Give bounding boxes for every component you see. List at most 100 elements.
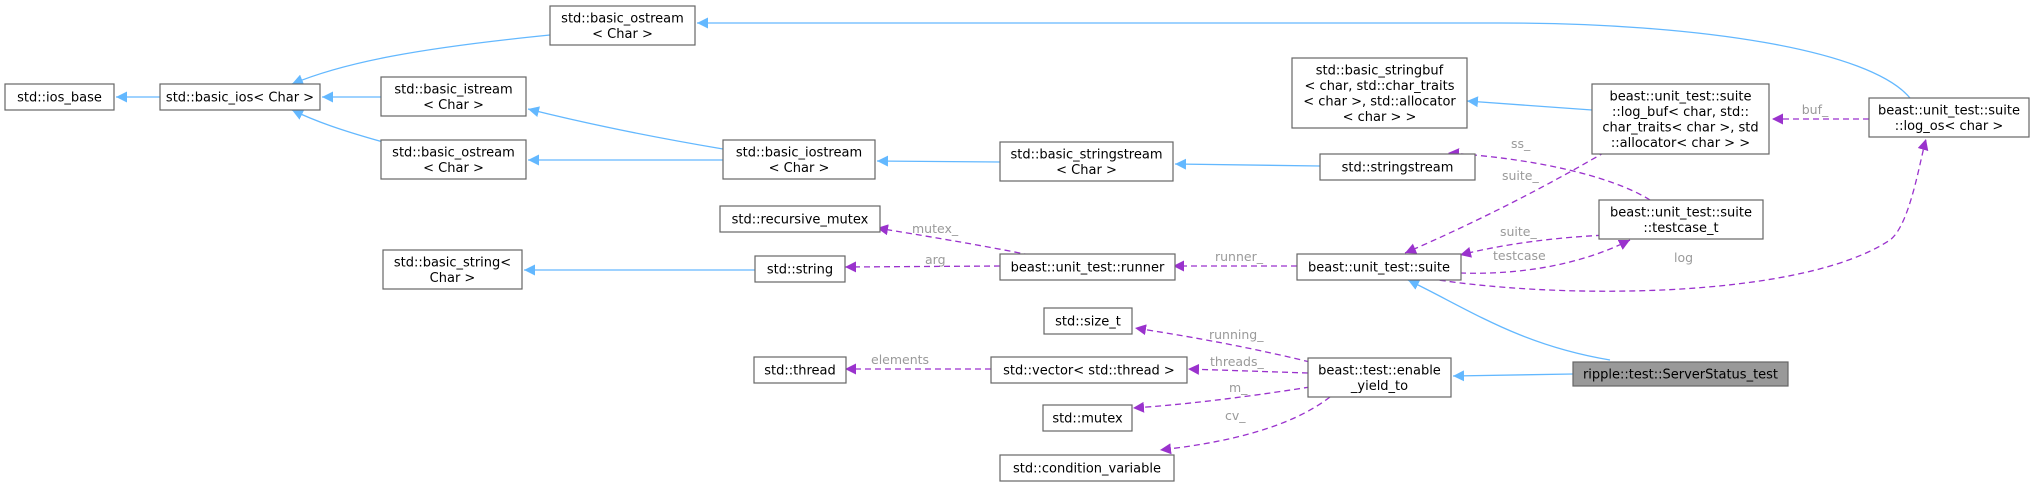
node-basic-istream[interactable]: std::basic_istream< Char > <box>380 76 527 117</box>
node-suite[interactable]: beast::unit_test::suite <box>1296 253 1462 281</box>
node-basic-ostream-top[interactable]: std::basic_ostream< Char > <box>549 5 696 46</box>
node-basic-iostream[interactable]: std::basic_iostream< Char > <box>722 139 876 180</box>
node-log-os-label-line: ::log_os< char > <box>1895 119 2004 134</box>
node-condition-variable-box <box>999 454 1175 482</box>
node-stringstream-label-line: std::stringstream <box>1342 161 1454 176</box>
node-basic-ostream-mid-box <box>380 139 527 180</box>
node-log-os-label-line: beast::unit_test::suite <box>1878 103 2020 118</box>
node-enable-yield-to[interactable]: beast::test::enable_yield_to <box>1307 357 1452 398</box>
edge-label-arg: arg <box>925 252 946 267</box>
node-basic-ios[interactable]: std::basic_ios< Char > <box>159 83 321 111</box>
node-stringstream[interactable]: std::stringstream <box>1319 153 1476 181</box>
edge-label-elements: elements <box>871 352 929 367</box>
node-vector-thread[interactable]: std::vector< std::thread > <box>990 356 1188 384</box>
edge-label-suite-testcase: suite_ <box>1500 224 1537 239</box>
edge-log-buf-to-basic-stringbuf <box>1466 96 1593 111</box>
node-log-buf-box <box>1591 83 1770 155</box>
node-basic-ostream-mid[interactable]: std::basic_ostream< Char > <box>380 139 527 180</box>
edge-log-os-to-suite <box>1419 138 1929 292</box>
edge-label-ss: ss_ <box>1511 136 1531 151</box>
edge-server-status-to-enable-yield-to <box>1452 370 1574 382</box>
node-condition-variable[interactable]: std::condition_variable <box>999 454 1175 482</box>
node-basic-ostream-top-box <box>549 5 696 46</box>
node-suite-label-line: beast::unit_test::suite <box>1308 261 1450 276</box>
node-log-buf-label-line: beast::unit_test::suite <box>1610 89 1752 104</box>
node-basic-istream-box <box>380 76 527 117</box>
node-basic-iostream-label-line: < Char > <box>769 161 830 176</box>
node-basic-ios-label-line: std::basic_ios< Char > <box>166 91 314 106</box>
node-log-buf[interactable]: beast::unit_test::suite::log_buf< char, … <box>1591 83 1770 155</box>
edge-basic-iostream-to-basic-istream <box>527 106 724 150</box>
edge-testcase-to-suite <box>1459 239 1631 274</box>
node-ios-base[interactable]: std::ios_base <box>4 83 115 111</box>
node-basic-stringbuf[interactable]: std::basic_stringbuf< char, std::char_tr… <box>1291 57 1468 129</box>
node-server-status-test-label-line: ripple::test::ServerStatus_test <box>1583 368 1778 383</box>
node-basic-iostream-label-line: std::basic_iostream <box>736 145 862 160</box>
edge-label-mutex: mutex_ <box>912 221 959 236</box>
edge-basic-stringstream-to-basic-iostream <box>876 155 1001 167</box>
node-suite-box <box>1296 253 1462 281</box>
edge-label-threads: threads_ <box>1210 354 1264 369</box>
edge-size-t-to-enable-yield-to <box>1134 324 1311 363</box>
node-testcase-t[interactable]: beast::unit_test::suite::testcase_t <box>1598 199 1764 240</box>
edge-basic-ostream-mid-to-basic-ios <box>291 109 384 143</box>
node-string[interactable]: std::string <box>754 255 846 283</box>
node-basic-ostream-mid-label-line: std::basic_ostream <box>392 145 515 160</box>
node-basic-string-label-line: Char > <box>430 271 476 286</box>
edge-label-buf: buf_ <box>1802 102 1829 117</box>
edge-string-to-runner <box>844 261 1001 273</box>
node-basic-istream-label-line: std::basic_istream <box>394 82 512 97</box>
node-mutex[interactable]: std::mutex <box>1042 404 1133 432</box>
node-recursive-mutex-label-line: std::recursive_mutex <box>732 213 869 228</box>
node-testcase-t-label-line: beast::unit_test::suite <box>1610 205 1752 220</box>
node-basic-string[interactable]: std::basic_string<Char > <box>382 249 523 290</box>
node-log-os[interactable]: beast::unit_test::suite::log_os< char > <box>1868 97 2030 138</box>
node-string-box <box>754 255 846 283</box>
node-mutex-box <box>1042 404 1133 432</box>
node-condition-variable-label-line: std::condition_variable <box>1013 462 1161 477</box>
node-server-status-test[interactable]: ripple::test::ServerStatus_test <box>1572 361 1789 387</box>
node-recursive-mutex[interactable]: std::recursive_mutex <box>719 205 881 233</box>
node-runner-box <box>999 253 1176 281</box>
node-basic-stringstream[interactable]: std::basic_stringstream< Char > <box>999 141 1174 182</box>
node-log-buf-label-line: ::allocator< char > > <box>1611 136 1750 151</box>
edge-labels: buf_ ss_ suite_ suite_ testcase log mute… <box>871 102 1829 423</box>
node-size-t[interactable]: std::size_t <box>1043 307 1133 335</box>
node-basic-istream-label-line: < Char > <box>423 98 484 113</box>
node-basic-ostream-top-label-line: < Char > <box>592 27 653 42</box>
node-recursive-mutex-box <box>719 205 881 233</box>
node-basic-ostream-mid-label-line: < Char > <box>423 161 484 176</box>
node-testcase-t-label-line: ::testcase_t <box>1643 221 1718 236</box>
node-vector-thread-label-line: std::vector< std::thread > <box>1003 364 1175 379</box>
node-basic-stringstream-box <box>999 141 1174 182</box>
node-enable-yield-to-label-line: _yield_to <box>1350 379 1408 394</box>
node-thread-box <box>753 356 847 384</box>
edge-label-testcase: testcase <box>1493 248 1546 263</box>
node-server-status-test-box <box>1572 361 1789 387</box>
edge-condition-variable-to-enable-yield-to <box>1159 396 1331 455</box>
edge-label-cv: cv_ <box>1225 408 1246 423</box>
node-basic-ios-box <box>159 83 321 111</box>
edge-label-runner: runner_ <box>1215 249 1264 264</box>
node-basic-string-box <box>382 249 523 290</box>
node-size-t-box <box>1043 307 1133 335</box>
node-log-os-box <box>1868 97 2030 138</box>
edge-stringstream-to-basic-stringstream <box>1174 158 1321 170</box>
edge-recursive-mutex-to-runner <box>876 224 1031 256</box>
node-enable-yield-to-box <box>1307 357 1452 398</box>
nodes: std::ios_base std::basic_ios< Char > std… <box>4 5 2030 482</box>
node-runner-label-line: beast::unit_test::runner <box>1011 261 1165 276</box>
node-thread[interactable]: std::thread <box>753 356 847 384</box>
node-basic-stringbuf-label-line: < char > > <box>1343 110 1417 125</box>
node-size-t-label-line: std::size_t <box>1055 315 1121 330</box>
node-basic-stringbuf-label-line: < char, std::char_traits <box>1305 79 1455 94</box>
edge-stringstream-to-testcase <box>1447 148 1651 201</box>
node-basic-stringstream-label-line: < Char > <box>1056 163 1117 178</box>
edge-label-m: m_ <box>1229 380 1248 395</box>
node-runner[interactable]: beast::unit_test::runner <box>999 253 1176 281</box>
edge-suite-to-log-buf <box>1404 151 1606 254</box>
edge-basic-ostream-top-to-basic-ios <box>291 34 551 85</box>
node-basic-ostream-top-label-line: std::basic_ostream <box>561 11 684 26</box>
edge-log-os-to-basic-ostream-top <box>697 17 1911 99</box>
